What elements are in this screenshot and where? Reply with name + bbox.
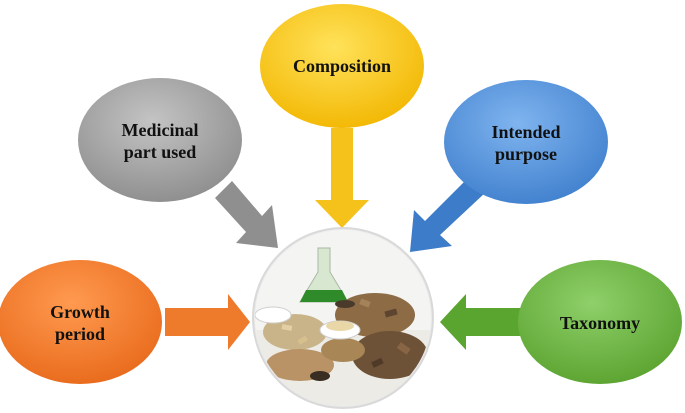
arrow-growth-period — [165, 294, 250, 350]
node-medicinal-part-label: Medicinal part used — [121, 120, 199, 162]
arrow-intended-purpose — [410, 176, 486, 252]
node-taxonomy-circle — [518, 260, 682, 384]
arrow-taxonomy — [440, 294, 528, 350]
node-medicinal-part-circle — [78, 78, 242, 202]
node-growth-period-label: Growth period — [50, 302, 110, 344]
herbal-materials-photo — [255, 230, 431, 406]
node-taxonomy-label: Taxonomy — [559, 313, 641, 333]
node-composition-circle — [260, 4, 424, 128]
arrow-composition — [315, 128, 369, 228]
node-intended-purpose-circle — [444, 80, 608, 204]
arrow-medicinal-part — [215, 181, 278, 248]
node-composition-label: Composition — [292, 56, 391, 76]
node-growth-period-circle — [0, 260, 162, 384]
node-intended-purpose-label: Intended purpose — [491, 122, 561, 164]
